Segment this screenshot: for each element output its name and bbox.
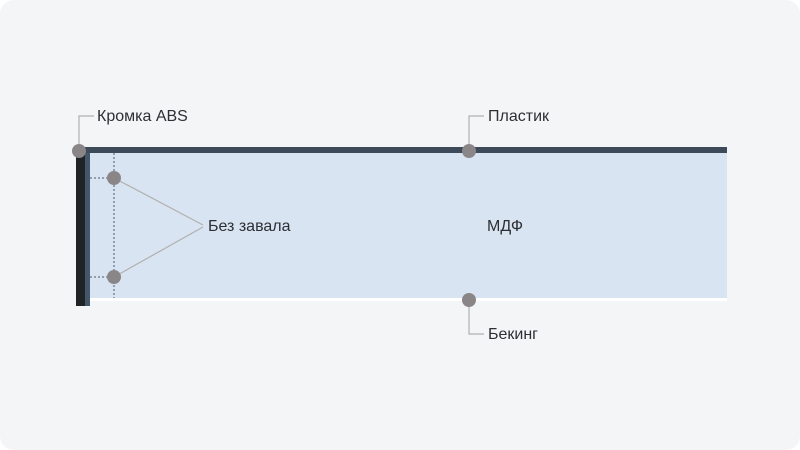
leader-backing xyxy=(468,300,484,335)
leader-no-bevel-bottom xyxy=(113,226,204,278)
backing-layer xyxy=(86,298,727,301)
label-edge: Кромка ABS xyxy=(97,108,188,125)
marker-backing-dot xyxy=(462,293,476,307)
abs-edge-band xyxy=(76,150,85,306)
leader-plastic xyxy=(468,115,484,151)
leader-edge xyxy=(78,115,94,151)
label-core: МДФ xyxy=(487,218,523,235)
marker-edge-dot xyxy=(72,144,86,158)
plastic-top-layer xyxy=(78,147,727,153)
abs-edge-inner xyxy=(85,153,90,306)
marker-no-bevel-top-dot xyxy=(107,171,121,185)
marker-plastic-dot xyxy=(462,144,476,158)
label-plastic: Пластик xyxy=(488,108,549,125)
mdf-core-layer xyxy=(86,151,727,298)
label-no-bevel: Без завала xyxy=(208,218,291,235)
marker-no-bevel-bottom-dot xyxy=(107,270,121,284)
leader-no-bevel-top xyxy=(113,177,204,226)
label-backing: Бекинг xyxy=(488,326,539,343)
